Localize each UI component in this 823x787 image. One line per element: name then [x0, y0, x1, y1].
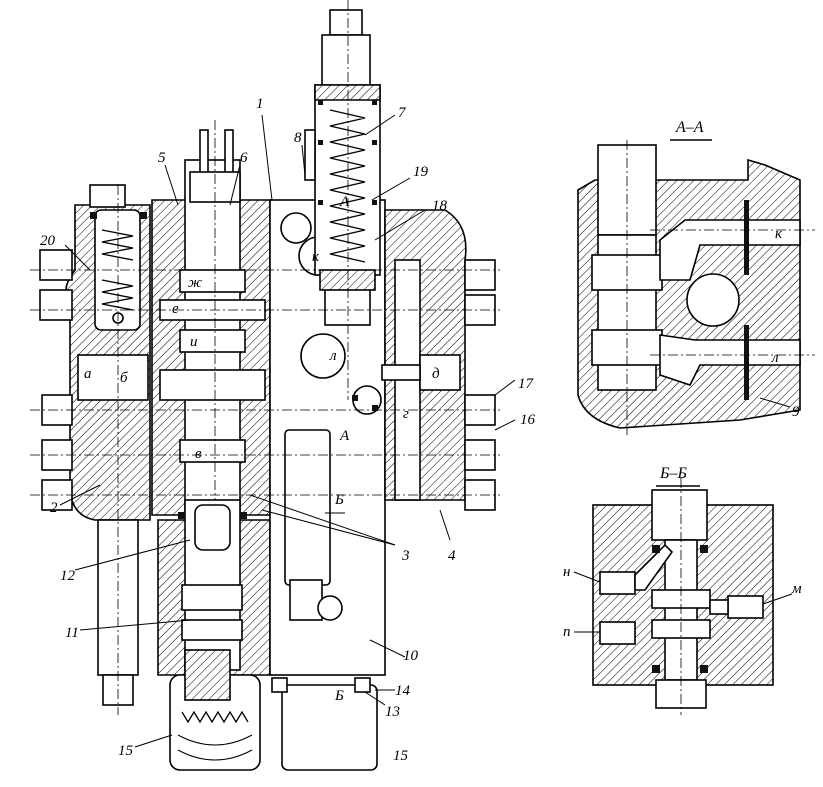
- BB-spool-top: [651, 489, 708, 541]
- filter-plug: [289, 579, 323, 621]
- BB-letter-n: н: [563, 564, 570, 580]
- callout-3: 3: [401, 548, 410, 564]
- leader-lines: [59, 114, 516, 748]
- bolt-13-right: [354, 677, 371, 693]
- callout-17: 17: [518, 376, 535, 392]
- BB-letter-p: п: [563, 624, 571, 640]
- cavity-e: е: [172, 301, 179, 317]
- valve-20-cap: [89, 184, 126, 208]
- callout-16: 16: [520, 412, 536, 428]
- callout-13: 13: [385, 704, 400, 720]
- bolt-13-left: [271, 677, 288, 693]
- AA-channel-l: [659, 334, 801, 386]
- callout-5: 5: [158, 150, 166, 166]
- AA-port: [686, 273, 740, 327]
- cavity-B-upper: Б: [334, 492, 344, 508]
- bottom-spring: [181, 710, 249, 724]
- relief-upper-body: [321, 34, 371, 91]
- section-AA: А–А к л 9: [577, 119, 815, 435]
- seal-rings: [90, 100, 378, 519]
- callout-4: 4: [448, 548, 456, 564]
- callout-8: 8: [294, 130, 302, 146]
- groove-v: [179, 439, 246, 463]
- section-AA-title: А–А: [675, 119, 704, 136]
- cavity-A-upper: А: [339, 194, 350, 210]
- lower-groove-1: [181, 584, 243, 611]
- cavity-a: а: [84, 366, 92, 382]
- lower-groove-2: [181, 619, 243, 641]
- cavity-a-b: [77, 354, 149, 401]
- left-plunger-rod: [97, 519, 139, 676]
- AA-channel-k: [659, 219, 801, 281]
- bottom-cap-15-right: [281, 684, 378, 771]
- relief-adjust-nut: [329, 9, 363, 36]
- spring-seat: [184, 649, 231, 701]
- BB-port-p: [599, 621, 636, 645]
- BB-port-n: [599, 571, 636, 595]
- filter-port: [317, 595, 343, 621]
- AA-letter-l: л: [771, 350, 779, 366]
- callout-12: 12: [60, 568, 76, 584]
- cavity-d: [419, 354, 461, 391]
- AA-letter-k: к: [775, 226, 783, 242]
- cavity-d: д: [432, 366, 440, 382]
- section-BB-title: Б–Б: [659, 465, 687, 482]
- spool-plug: [194, 504, 231, 551]
- callout-6: 6: [240, 150, 248, 166]
- callout-1: 1: [256, 96, 264, 112]
- plug-k-top: [280, 212, 312, 244]
- relief-spring-7: [329, 109, 366, 263]
- callout-15-right: 15: [393, 748, 409, 764]
- cavity-v: в: [195, 446, 202, 462]
- port-l: [300, 333, 346, 379]
- right-bolts: [464, 259, 496, 511]
- groove-i: [179, 329, 246, 353]
- section-BB: Б–Б н п м: [563, 465, 802, 715]
- BB-channel-m: [709, 599, 729, 615]
- channel-b: [159, 369, 266, 401]
- cavity-B-lower: Б: [334, 688, 344, 704]
- cavity-A-lower: А: [339, 428, 350, 444]
- cavity-i: и: [190, 334, 198, 350]
- BB-port-m: [727, 595, 764, 619]
- cavity-b: б: [120, 370, 128, 386]
- callout-15-left: 15: [118, 743, 134, 759]
- callout-11: 11: [65, 625, 79, 641]
- channel-link: [381, 364, 421, 381]
- callout-7: 7: [398, 105, 407, 121]
- cavity-l: л: [329, 348, 337, 364]
- valve-20-spring: [101, 229, 134, 311]
- callout-2: 2: [50, 500, 58, 516]
- cavity-k: к: [312, 249, 320, 265]
- pin-8: [304, 129, 316, 181]
- callout-20: 20: [40, 233, 56, 249]
- main-view: 1 2 3 4 5 6 7 8 10 11 12 13 14 15 15 16 …: [30, 0, 536, 771]
- filter-cylinder: [284, 429, 331, 586]
- callout-19: 19: [413, 164, 429, 180]
- callout-18: 18: [432, 198, 448, 214]
- callout-14: 14: [395, 683, 411, 699]
- cavity-g: г: [403, 406, 409, 422]
- callout-10: 10: [403, 648, 419, 664]
- AA-callout-9: 9: [792, 404, 800, 420]
- cavity-zh: ж: [188, 275, 202, 291]
- BB-letter-m: м: [791, 581, 802, 597]
